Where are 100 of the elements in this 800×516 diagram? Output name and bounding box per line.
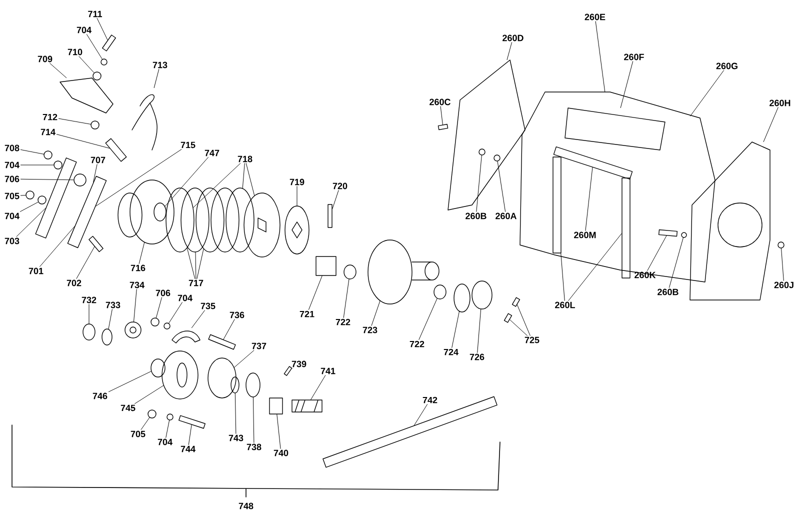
washer: [124, 322, 142, 338]
disc: [230, 376, 240, 394]
washer: [26, 190, 34, 200]
washer: [44, 150, 52, 160]
rod: [105, 138, 127, 162]
leader-line: [763, 107, 778, 142]
callout-number: 701: [28, 268, 44, 274]
callout-number: 704: [76, 26, 92, 34]
callout-number: 738: [246, 444, 262, 450]
leader-line: [690, 70, 724, 116]
leader-line: [20, 202, 38, 212]
leader-line: [343, 279, 350, 318]
washer: [92, 72, 102, 80]
washer: [74, 174, 86, 186]
leader-line: [154, 69, 160, 88]
callout-number: 745: [120, 404, 136, 412]
rod: [438, 124, 448, 130]
callout-number: 704: [178, 294, 192, 302]
callout-number: 260G: [716, 62, 738, 70]
leader-line: [560, 253, 565, 301]
washer: [166, 414, 174, 420]
leader-line: [276, 414, 281, 449]
rod: [35, 158, 77, 238]
callout-number: 744: [180, 446, 196, 452]
leader-line: [418, 298, 438, 340]
disc: [150, 358, 166, 378]
callout-number: 736: [230, 312, 244, 318]
washer: [778, 242, 784, 248]
disc: [166, 188, 194, 252]
callout-number: 724: [444, 348, 458, 356]
callout-number: 747: [204, 150, 220, 156]
leader-line: [246, 163, 255, 196]
washer: [54, 160, 62, 170]
leader-line: [510, 319, 528, 336]
callout-number: 721: [300, 310, 314, 318]
leader-line: [134, 385, 164, 404]
leader-line: [188, 424, 192, 445]
plate: [564, 108, 666, 150]
leader-line: [497, 161, 506, 212]
leader-line: [134, 289, 137, 322]
rod: [552, 156, 562, 254]
leader-line: [186, 248, 196, 279]
disc: [82, 324, 96, 340]
leader-line: [332, 190, 339, 210]
callout-number: 732: [82, 296, 96, 304]
callout-number: 746: [92, 392, 108, 400]
rod: [102, 34, 116, 52]
leader-line: [138, 242, 145, 264]
callout-number: 703: [4, 238, 20, 244]
rod: [88, 236, 104, 252]
callout-number: 716: [130, 264, 146, 272]
leader-line: [234, 393, 236, 434]
callout-number: 260B: [466, 212, 486, 220]
leader-line: [595, 21, 606, 92]
callout-number: 722: [336, 318, 350, 326]
callout-number: 260F: [624, 54, 644, 60]
leader-line: [20, 164, 54, 166]
rod: [208, 334, 236, 350]
callout-number: 706: [4, 176, 20, 182]
disc: [344, 264, 356, 280]
callout-number: 720: [332, 182, 348, 190]
washer: [150, 318, 160, 326]
callout-number: 705: [130, 430, 146, 438]
rod: [178, 415, 206, 429]
callout-number: 717: [188, 280, 204, 286]
disc: [208, 358, 236, 398]
disc: [210, 188, 240, 252]
panel: [690, 142, 770, 300]
callout-number: 704: [4, 162, 20, 168]
leader-line: [568, 233, 622, 301]
rod: [553, 146, 633, 180]
leader-line: [76, 246, 95, 279]
disc: [368, 240, 440, 304]
rod: [622, 178, 630, 278]
callout-number: 742: [422, 396, 438, 404]
callout-number: 726: [470, 354, 484, 360]
callout-number: 260H: [770, 100, 790, 106]
plate: [172, 330, 200, 344]
leader-line: [585, 167, 593, 231]
block: [269, 398, 283, 414]
callout-number: 260M: [574, 232, 596, 238]
callout-number: 704: [4, 212, 20, 220]
leader-line: [234, 350, 254, 368]
disc: [454, 284, 470, 312]
callout-number: 735: [200, 302, 216, 310]
leader-line: [223, 319, 235, 340]
washer: [681, 232, 687, 238]
rod: [328, 204, 332, 228]
washer: [90, 120, 100, 130]
disc: [196, 188, 224, 252]
leader-line: [108, 309, 112, 330]
leader-line: [56, 134, 110, 149]
callout-number: 702: [66, 280, 82, 286]
callout-number: 725: [524, 336, 540, 344]
leader-line: [781, 248, 784, 281]
callout-number: 260B: [658, 288, 678, 296]
disc: [246, 372, 260, 398]
washer: [148, 410, 156, 418]
leader-line: [96, 149, 182, 206]
disc: [244, 192, 280, 258]
